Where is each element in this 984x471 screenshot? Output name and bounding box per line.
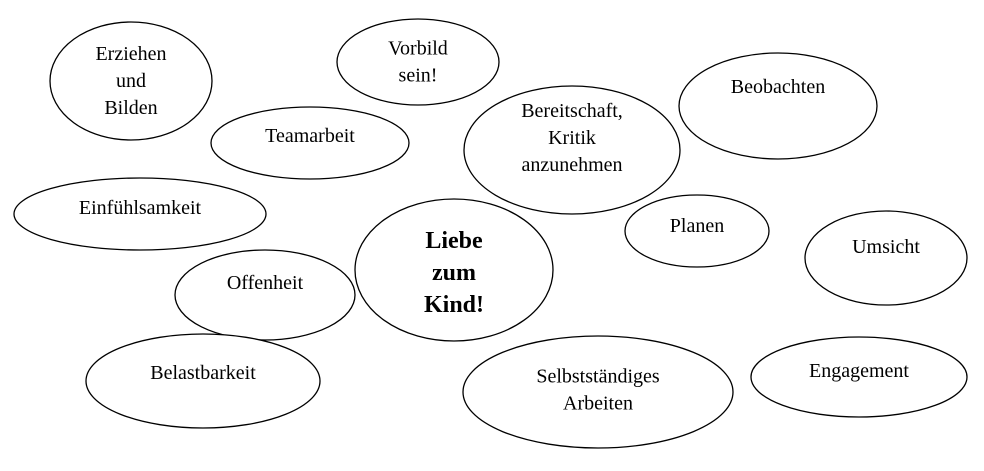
beobachten-label-line: Beobachten (731, 76, 825, 98)
erziehen-und-bilden-label-line: Bilden (104, 97, 157, 119)
center-label-line: Liebe (425, 228, 483, 254)
teamarbeit-label-line: Teamarbeit (265, 125, 355, 147)
bubble-einfuehlsamkeit: Einfühlsamkeit (13, 177, 267, 251)
umsicht-label-line: Umsicht (852, 236, 920, 258)
bubble-offenheit: Offenheit (174, 249, 356, 341)
vorbild-sein-ellipse (336, 18, 500, 106)
bereitschaft-kritik-label-line: Kritik (548, 127, 596, 149)
beobachten-ellipse (678, 52, 878, 160)
selbststaendiges-arbeiten-ellipse (462, 335, 734, 449)
engagement-label-line: Engagement (809, 360, 909, 382)
einfuehlsamkeit-ellipse (13, 177, 267, 251)
bubble-bereitschaft-kritik: Bereitschaft, Kritik anzunehmen (463, 85, 681, 215)
belastbarkeit-ellipse (85, 333, 321, 429)
bereitschaft-kritik-label-line: Bereitschaft, (521, 100, 623, 122)
bubble-engagement: Engagement (750, 336, 968, 418)
bereitschaft-kritik-label-line: anzunehmen (521, 154, 622, 176)
vorbild-sein-label-line: sein! (399, 65, 438, 87)
offenheit-label-line: Offenheit (227, 272, 304, 294)
umsicht-ellipse (804, 210, 968, 306)
planen-ellipse (624, 194, 770, 268)
bubble-teamarbeit: Teamarbeit (210, 106, 410, 180)
bubble-vorbild-sein: Vorbild sein! (336, 18, 500, 106)
center-label-line: Kind! (424, 292, 484, 318)
bubble-umsicht: Umsicht (804, 210, 968, 306)
einfuehlsamkeit-label-line: Einfühlsamkeit (79, 197, 202, 219)
center-label-line: zum (432, 260, 476, 286)
selbststaendiges-arbeiten-label-line: Selbstständiges (536, 366, 660, 388)
engagement-ellipse (750, 336, 968, 418)
erziehen-und-bilden-label-line: Erziehen (95, 43, 166, 65)
bubble-planen: Planen (624, 194, 770, 268)
offenheit-ellipse (174, 249, 356, 341)
teamarbeit-ellipse (210, 106, 410, 180)
bereitschaft-kritik-ellipse (463, 85, 681, 215)
selbststaendiges-arbeiten-label-line: Arbeiten (563, 393, 633, 415)
bubble-beobachten: Beobachten (678, 52, 878, 160)
erziehen-und-bilden-ellipse (49, 21, 213, 141)
bubble-belastbarkeit: Belastbarkeit (85, 333, 321, 429)
center-ellipse (354, 198, 554, 342)
belastbarkeit-label-line: Belastbarkeit (150, 362, 256, 384)
vorbild-sein-label-line: Vorbild (388, 38, 448, 60)
erziehen-und-bilden-label-line: und (116, 70, 146, 92)
planen-label-line: Planen (670, 215, 724, 237)
